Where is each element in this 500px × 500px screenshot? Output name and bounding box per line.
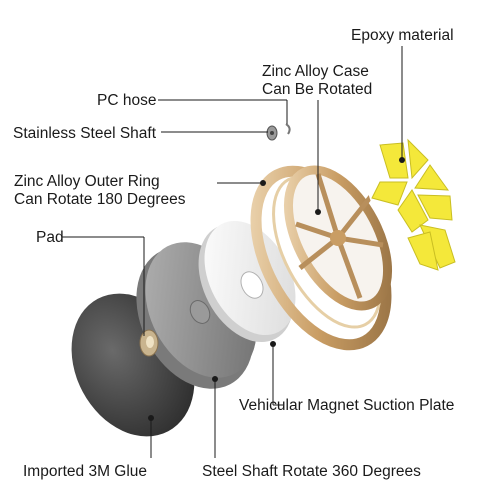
label-case-line1: Zinc Alloy Case [262, 63, 369, 80]
epoxy-part [364, 133, 462, 271]
label-shaft: Stainless Steel Shaft [13, 125, 157, 142]
label-ring-line1: Zinc Alloy Outer Ring [14, 173, 160, 190]
label-shaft-rotate: Steel Shaft Rotate 360 Degrees [202, 463, 421, 480]
white-plate-part [198, 220, 296, 347]
label-case-line2: Can Be Rotated [262, 81, 373, 98]
label-epoxy: Epoxy material [351, 27, 454, 44]
label-pad: Pad [36, 229, 64, 246]
shaft-knob [139, 329, 159, 357]
hose-shaft-parts [266, 123, 291, 141]
label-glue: Imported 3M Glue [23, 463, 148, 480]
leader-lines [62, 46, 403, 458]
label-magnet-plate: Vehicular Magnet Suction Plate [239, 397, 455, 414]
label-ring-line2: Can Rotate 180 Degrees [14, 191, 186, 208]
label-pc-hose: PC hose [97, 92, 157, 109]
gold-case-part [283, 165, 393, 311]
